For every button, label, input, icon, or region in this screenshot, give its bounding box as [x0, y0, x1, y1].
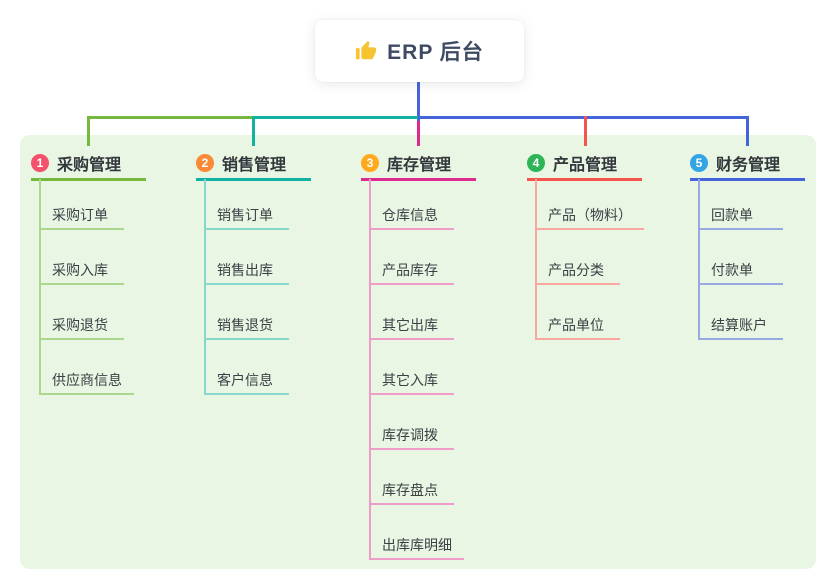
branch-2-child-4-label: 客户信息	[217, 372, 273, 388]
connector-segment	[746, 116, 749, 146]
connector-segment	[252, 116, 418, 119]
root-node-erp[interactable]: ERP 后台	[315, 20, 524, 82]
branch-4-label: 产品管理	[553, 157, 618, 174]
branch-1-child-1-label: 采购订单	[52, 207, 108, 223]
branch-4-title[interactable]: 4 产品管理	[527, 148, 642, 181]
connector-segment	[417, 121, 420, 146]
branch-1-child-4-label: 供应商信息	[52, 372, 122, 388]
branch-1-child-3-label: 采购退货	[52, 317, 108, 333]
branch-2-child-1[interactable]: 销售订单	[204, 197, 289, 230]
branch-3-child-7-label: 出库库明细	[382, 537, 452, 553]
branch-1-child-4[interactable]: 供应商信息	[39, 362, 134, 395]
branch-2-child-1-label: 销售订单	[217, 207, 273, 223]
branch-4-child-2[interactable]: 产品分类	[535, 252, 620, 285]
branch-2-label: 销售管理	[222, 157, 287, 174]
branch-1-child-3[interactable]: 采购退货	[39, 307, 124, 340]
branch-5-title[interactable]: 5 财务管理	[690, 148, 805, 181]
branch-3-child-3[interactable]: 其它出库	[369, 307, 454, 340]
connector-segment	[87, 116, 253, 119]
branch-2-child-spine	[204, 179, 206, 395]
branch-5-label: 财务管理	[716, 157, 781, 174]
connector-segment	[417, 82, 420, 121]
branch-4-child-spine	[535, 179, 537, 340]
branch-3-child-4[interactable]: 其它入库	[369, 362, 454, 395]
branch-4-child-1[interactable]: 产品（物料）	[535, 197, 644, 230]
branch-4-child-3-label: 产品单位	[548, 317, 604, 333]
branch-4-child-3[interactable]: 产品单位	[535, 307, 620, 340]
branch-2-child-4[interactable]: 客户信息	[204, 362, 289, 395]
branches-background-panel	[20, 135, 816, 569]
branch-2-number-badge: 2	[196, 154, 214, 172]
branch-3-number-badge: 3	[361, 154, 379, 172]
branch-3-title[interactable]: 3 库存管理	[361, 148, 476, 181]
branch-5-child-2-label: 付款单	[711, 262, 753, 278]
branch-2-title[interactable]: 2 销售管理	[196, 148, 311, 181]
branch-1-child-2[interactable]: 采购入库	[39, 252, 124, 285]
branch-4-number-badge: 4	[527, 154, 545, 172]
branch-1-label: 采购管理	[57, 157, 122, 174]
branch-1-child-1[interactable]: 采购订单	[39, 197, 124, 230]
branch-3-child-3-label: 其它出库	[382, 317, 438, 333]
branch-2-child-3[interactable]: 销售退货	[204, 307, 289, 340]
branch-3-child-7[interactable]: 出库库明细	[369, 527, 464, 560]
branch-3-child-2[interactable]: 产品库存	[369, 252, 454, 285]
branch-5-child-3[interactable]: 结算账户	[698, 307, 783, 340]
branch-3-label: 库存管理	[387, 157, 452, 174]
branch-3-child-5-label: 库存调拨	[382, 427, 438, 443]
branch-3-child-5[interactable]: 库存调拨	[369, 417, 454, 450]
branch-1-child-2-label: 采购入库	[52, 262, 108, 278]
branch-1-number-badge: 1	[31, 154, 49, 172]
branch-1-child-spine	[39, 179, 41, 395]
branch-3-child-6-label: 库存盘点	[382, 482, 438, 498]
branch-4-child-1-label: 产品（物料）	[548, 207, 632, 223]
branch-2-child-2-label: 销售出库	[217, 262, 273, 278]
branch-3-child-4-label: 其它入库	[382, 372, 438, 388]
connector-segment	[252, 116, 255, 146]
branch-3-child-2-label: 产品库存	[382, 262, 438, 278]
branch-3-child-1[interactable]: 仓库信息	[369, 197, 454, 230]
branch-5-child-1-label: 回款单	[711, 207, 753, 223]
branch-3-child-6[interactable]: 库存盘点	[369, 472, 454, 505]
branch-2-child-2[interactable]: 销售出库	[204, 252, 289, 285]
branch-3-child-spine	[369, 179, 371, 560]
thumbs-up-icon	[355, 40, 377, 62]
connector-segment	[584, 116, 587, 146]
branch-5-child-spine	[698, 179, 700, 340]
branch-5-child-3-label: 结算账户	[711, 317, 767, 333]
branch-5-child-1[interactable]: 回款单	[698, 197, 783, 230]
branch-1-title[interactable]: 1 采购管理	[31, 148, 146, 181]
root-node-label: ERP 后台	[387, 41, 484, 64]
branch-5-number-badge: 5	[690, 154, 708, 172]
branch-2-child-3-label: 销售退货	[217, 317, 273, 333]
connector-segment	[87, 116, 90, 146]
branch-4-child-2-label: 产品分类	[548, 262, 604, 278]
branch-5-child-2[interactable]: 付款单	[698, 252, 783, 285]
branch-3-child-1-label: 仓库信息	[382, 207, 438, 223]
